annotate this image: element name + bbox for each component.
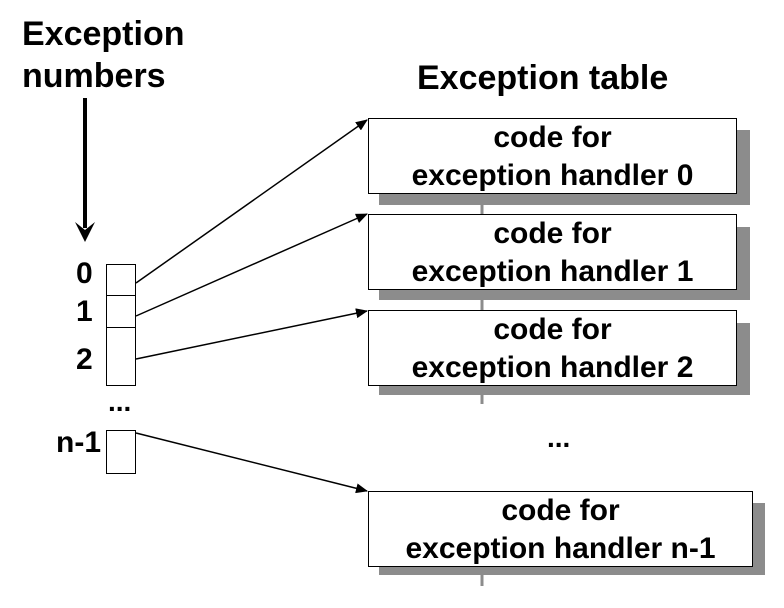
index-cell-n-1 [106,430,136,474]
arrow-2 [135,308,368,360]
handler-n-1-line2: exception handler n-1 [405,532,716,565]
index-ellipsis: ... [108,386,132,417]
handler-box-1: code for exception handler 1 [368,214,737,290]
arrow-n-1 [135,432,368,494]
exception-numbers-label-line1: Exception [22,15,185,53]
handler-1-line1: code for [493,217,612,250]
table-ellipsis: ... [547,422,571,453]
handler-0-line2: exception handler 0 [411,159,694,192]
index-cell-2 [106,327,136,386]
handler-n-1-line1: code for [501,494,620,527]
index-label-1: 1 [76,295,93,328]
handler-2-line2: exception handler 2 [411,351,694,384]
exception-table-title: Exception table [417,59,669,97]
handler-0-line1: code for [493,121,612,154]
arrow-0 [135,119,368,284]
handler-box-n-1: code for exception handler n-1 [368,491,753,567]
down-arrow-head [75,222,95,242]
index-cell-0 [106,264,136,296]
handler-1-line2: exception handler 1 [411,255,694,288]
index-label-n-1: n-1 [56,426,101,459]
exception-numbers-label-line2: numbers [22,57,166,95]
handler-box-2: code for exception handler 2 [368,310,737,386]
index-label-2: 2 [76,343,93,376]
index-cell-1 [106,295,136,328]
arrow-1 [135,213,368,317]
handler-2-line1: code for [493,313,612,346]
handler-box-0: code for exception handler 0 [368,118,737,194]
index-label-0: 0 [76,257,93,290]
